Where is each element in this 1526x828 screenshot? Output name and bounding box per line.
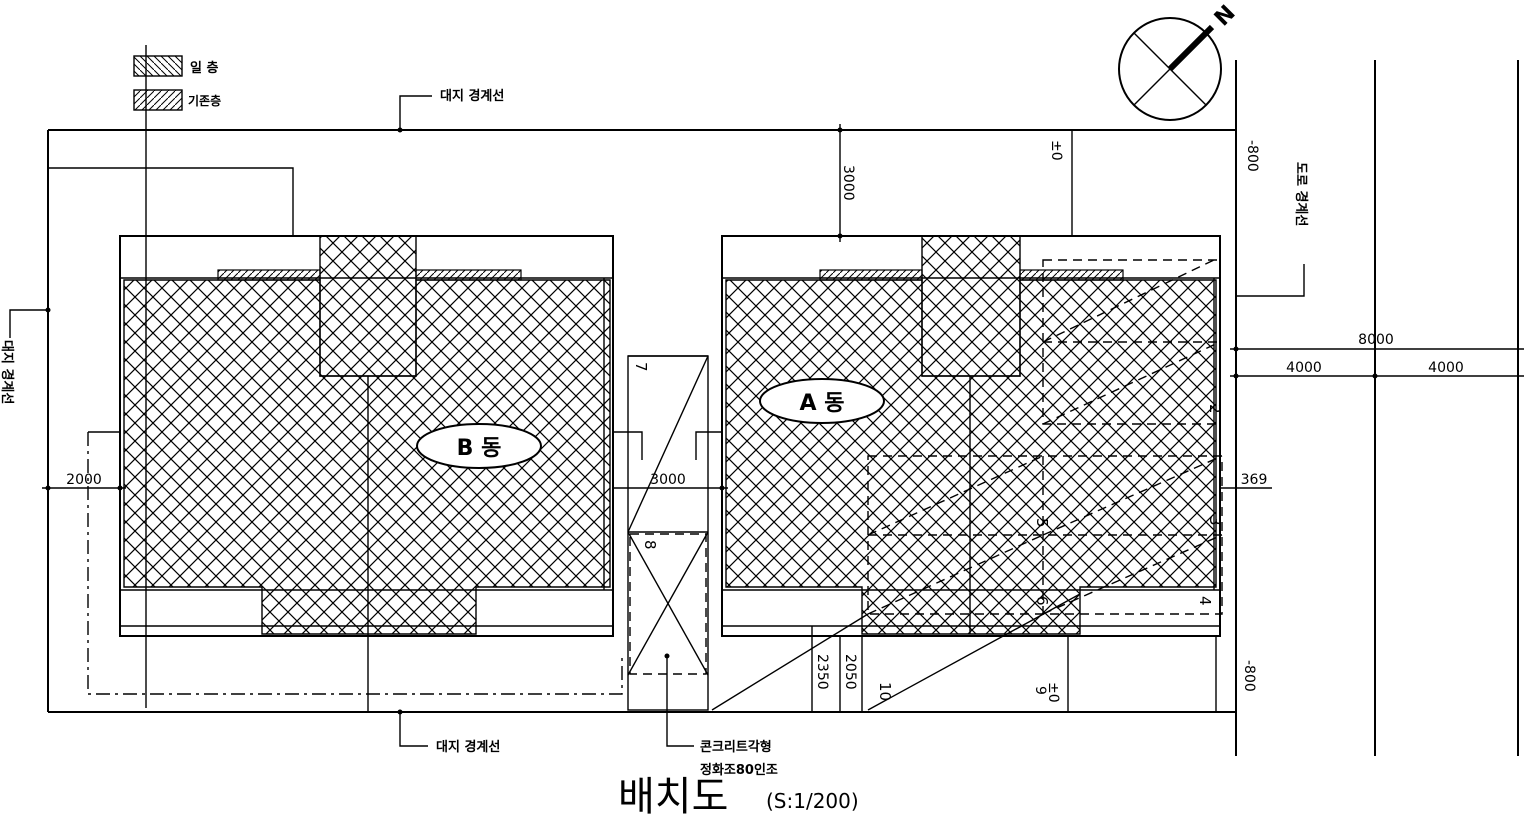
- north-letter: N: [1210, 1, 1241, 32]
- building-b: B 동: [119, 235, 614, 712]
- boundary-labels: 대지 경계선 대지 경계선 대지 경계선 도로 경계선: [0, 88, 1309, 755]
- building-a-stair: [921, 235, 1021, 377]
- parking-8: 8: [641, 540, 659, 550]
- site-boundary: [47, 60, 1519, 756]
- parking-3: 3: [1206, 516, 1224, 526]
- level-pm0-bottom: ±0: [1045, 682, 1061, 703]
- legend: 일 층 기존층: [133, 55, 221, 111]
- legend-swatch-first-floor: [133, 55, 183, 77]
- legend-first-floor-label: 일 층: [190, 60, 218, 76]
- dim-4000-left: 4000: [1286, 360, 1322, 376]
- title-text: 배치도: [618, 774, 728, 820]
- parking-4: 4: [1196, 596, 1214, 606]
- building-a: A 동: [721, 235, 1221, 637]
- dim-2350: 2350: [814, 654, 830, 690]
- north-circle: [1118, 17, 1222, 121]
- boundary-left-label: 대지 경계선: [0, 340, 15, 404]
- parking-spaces: 2 3 4 5 6 10: [711, 259, 1224, 712]
- parking-2: 2: [1206, 404, 1224, 414]
- drawing-title: 배치도 (S:1/200): [618, 774, 859, 820]
- dim-3000-top: 3000: [840, 165, 856, 201]
- dim-2000: 2000: [66, 472, 102, 488]
- dim-8000: 8000: [1358, 332, 1394, 348]
- dim-369: 369: [1241, 472, 1268, 488]
- building-a-label: A 동: [800, 391, 845, 416]
- level-pm0-top: ±0: [1048, 140, 1064, 161]
- scale-text: (S:1/200): [766, 789, 859, 813]
- north-arrow: N: [1118, 1, 1241, 121]
- parking-10: 10: [876, 682, 894, 701]
- dim-2050: 2050: [842, 654, 858, 690]
- parking-9: 9: [1032, 686, 1048, 695]
- boundary-top-label: 대지 경계선: [440, 88, 504, 104]
- parking-5: 5: [1033, 518, 1051, 528]
- building-b-label: B 동: [457, 436, 502, 461]
- septic-label-1: 콘크리트각형: [700, 739, 772, 755]
- level-m800-bottom: -800: [1241, 660, 1257, 692]
- septic-tank-area: 7 8: [627, 355, 709, 711]
- dim-3000-mid: 3000: [650, 472, 686, 488]
- dim-4000-right: 4000: [1428, 360, 1464, 376]
- dimensions: 3000 2000 3000 369 8000 4000 4000 2350 2…: [42, 124, 1524, 712]
- boundary-bottom-label: 대지 경계선: [436, 739, 500, 755]
- legend-existing-floor-label: 기존층: [188, 93, 221, 108]
- building-b-dashdot: [87, 432, 623, 695]
- building-b-stair: [319, 235, 417, 377]
- parking-6: 6: [1033, 596, 1051, 606]
- legend-swatch-existing-floor: [133, 89, 183, 111]
- level-m800-top: -800: [1244, 140, 1260, 172]
- parking-7: 7: [632, 362, 650, 372]
- septic-label-2: 정화조80인조: [700, 762, 778, 778]
- road-boundary-label: 도로 경계선: [1293, 162, 1309, 226]
- north-needle: [1167, 24, 1215, 72]
